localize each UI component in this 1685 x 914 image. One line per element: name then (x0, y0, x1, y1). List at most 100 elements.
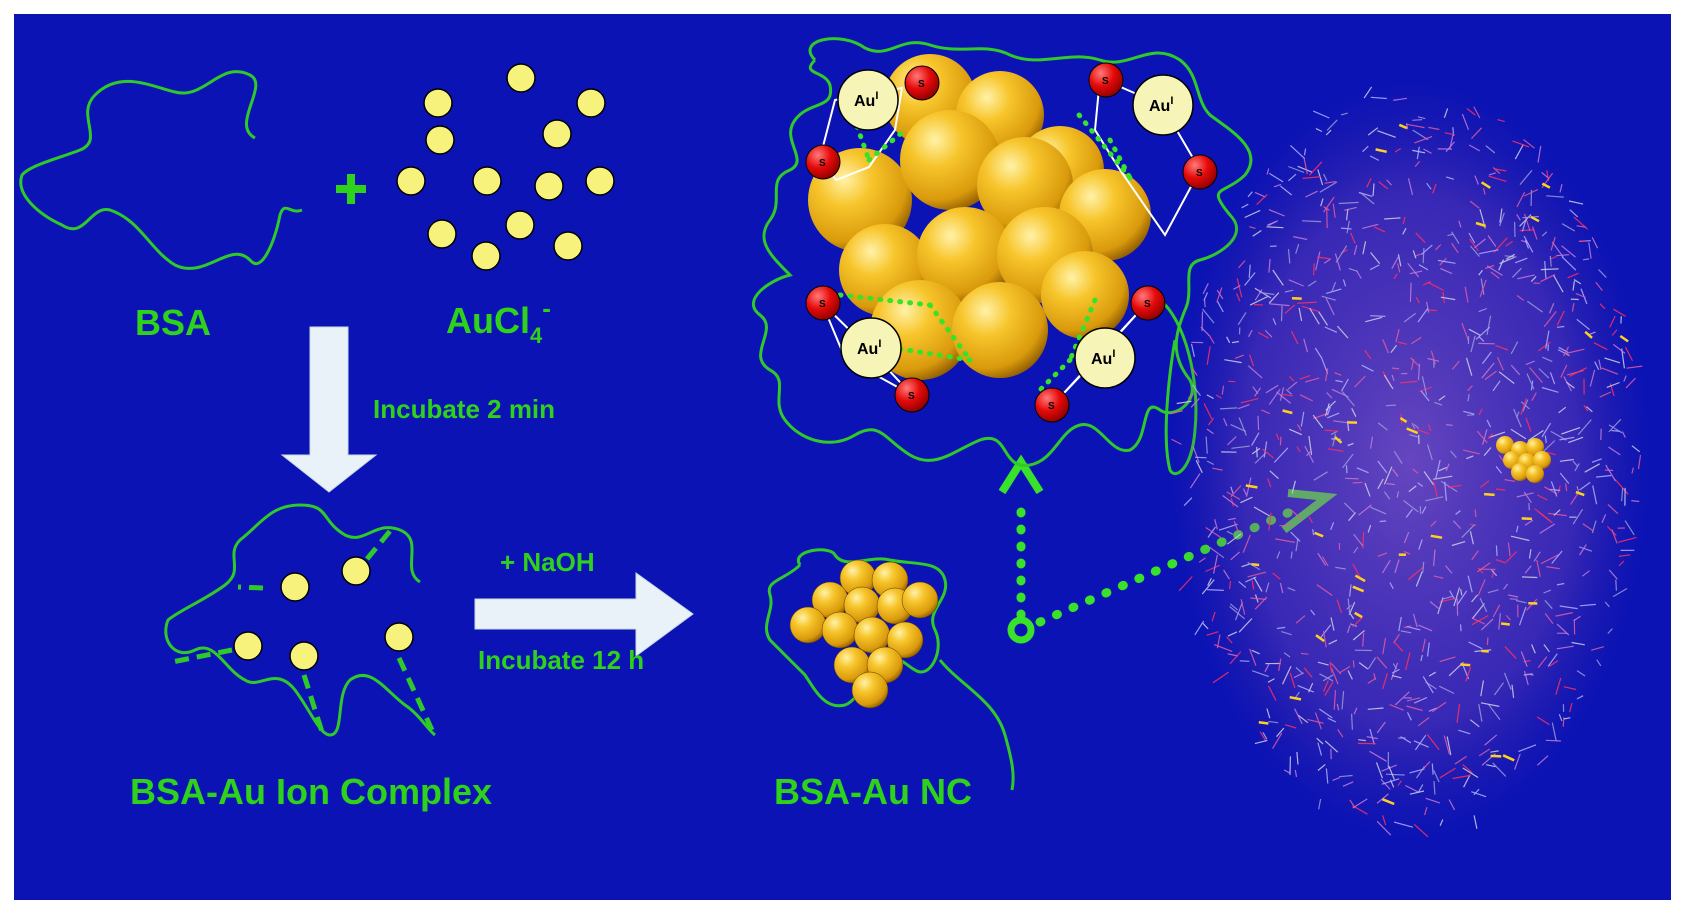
bond-line (1537, 656, 1548, 669)
bond-line (1524, 519, 1534, 526)
gold-ion (576, 88, 606, 118)
bond-line (1594, 361, 1600, 371)
bond-line (1536, 559, 1541, 577)
bond-line (1551, 241, 1564, 258)
bond-line (1272, 318, 1277, 325)
sulfur-atom: S (1034, 387, 1070, 423)
bond-line (1324, 740, 1339, 753)
bond-line (1376, 721, 1386, 734)
bond-line (1370, 506, 1387, 515)
bond-line (1189, 473, 1201, 489)
bond-line (1227, 653, 1239, 657)
bond-line (1515, 599, 1527, 604)
aucl4-ions (396, 63, 615, 271)
bond-line (1331, 281, 1337, 292)
bond-line (1492, 166, 1501, 174)
bond-line (1456, 590, 1468, 606)
bond-line (1445, 141, 1455, 153)
bond-line (1240, 398, 1259, 404)
sulfur-atom: S (894, 377, 930, 413)
bond-line (1541, 422, 1552, 438)
bond-line (1505, 614, 1511, 621)
bond-line (1356, 467, 1369, 474)
bond-line (1241, 203, 1249, 209)
bond-line (1358, 504, 1372, 516)
bond-line (1422, 561, 1425, 573)
bond-line (1576, 695, 1584, 700)
plus-icon (336, 174, 366, 204)
bond-line (1293, 672, 1304, 679)
bond-line (1588, 242, 1592, 259)
bond-line (1623, 375, 1627, 382)
down-arrow-icon (280, 326, 378, 493)
sulfur-bond (1251, 563, 1260, 567)
bond-line (1417, 308, 1429, 323)
bond-line (1285, 389, 1292, 395)
bond-line (1249, 295, 1268, 306)
bond-line (1308, 682, 1314, 693)
bond-line (1202, 283, 1209, 295)
bond-line (1577, 419, 1592, 436)
bond-line (1334, 253, 1341, 271)
bond-line (1526, 673, 1534, 676)
bond-line (1406, 626, 1421, 631)
bond-line (1320, 198, 1324, 207)
bond-line (1507, 594, 1519, 598)
bond-line (1278, 658, 1282, 672)
bond-line (1280, 305, 1283, 322)
gold-ion (506, 63, 536, 93)
sulfur-bond (1399, 416, 1408, 423)
bond-line (1412, 468, 1419, 474)
bond-line (1187, 393, 1194, 399)
bond-line (1349, 612, 1355, 620)
bond-line (1424, 807, 1428, 816)
bond-line (1294, 708, 1303, 725)
bond-line (1498, 613, 1501, 630)
bond-line (1558, 406, 1567, 414)
bond-line (1346, 220, 1350, 234)
bond-line (1409, 790, 1425, 795)
bond-line (1428, 126, 1440, 131)
au-i-ion: AuI (840, 317, 902, 379)
bond-line (1403, 500, 1419, 513)
bond-line (1471, 594, 1478, 603)
gold-atom-sphere (952, 282, 1048, 378)
bond-line (1268, 388, 1281, 405)
gold-atom-sphere (1496, 436, 1514, 454)
bond-line (1308, 516, 1313, 524)
bond-line (1382, 815, 1387, 826)
svg-text:S: S (819, 158, 826, 169)
bond-line (1297, 165, 1313, 173)
bond-line (1440, 480, 1458, 493)
bond-line (1538, 341, 1551, 352)
sulfur-bond (1334, 436, 1343, 444)
bond-line (1608, 418, 1622, 433)
bond-line (1503, 583, 1509, 590)
bond-line (1318, 708, 1333, 719)
bond-line (1428, 707, 1437, 712)
bond-line (1516, 492, 1534, 498)
bond-line (1505, 240, 1513, 247)
sulfur-bond (1530, 215, 1540, 223)
bond-line (1467, 394, 1470, 402)
bond-line (1400, 380, 1418, 384)
bond-line (1406, 123, 1409, 130)
bond-line (1397, 263, 1401, 273)
bond-line (1488, 431, 1506, 439)
bond-line (1540, 268, 1559, 271)
bond-line (1417, 116, 1426, 120)
bond-line (1352, 481, 1363, 484)
bond-line (1315, 251, 1321, 271)
bond-line (1367, 525, 1372, 533)
bond-line (1191, 368, 1198, 376)
bond-line (1385, 404, 1396, 407)
bond-line (1478, 249, 1499, 255)
bond-line (1303, 667, 1313, 678)
gold-atom-sphere (1041, 251, 1129, 339)
gold-atom-sphere (1526, 465, 1544, 483)
bond-line (1269, 172, 1284, 183)
bond-line (1344, 206, 1357, 211)
bond-line (1212, 671, 1229, 684)
bond-line (1514, 257, 1528, 264)
